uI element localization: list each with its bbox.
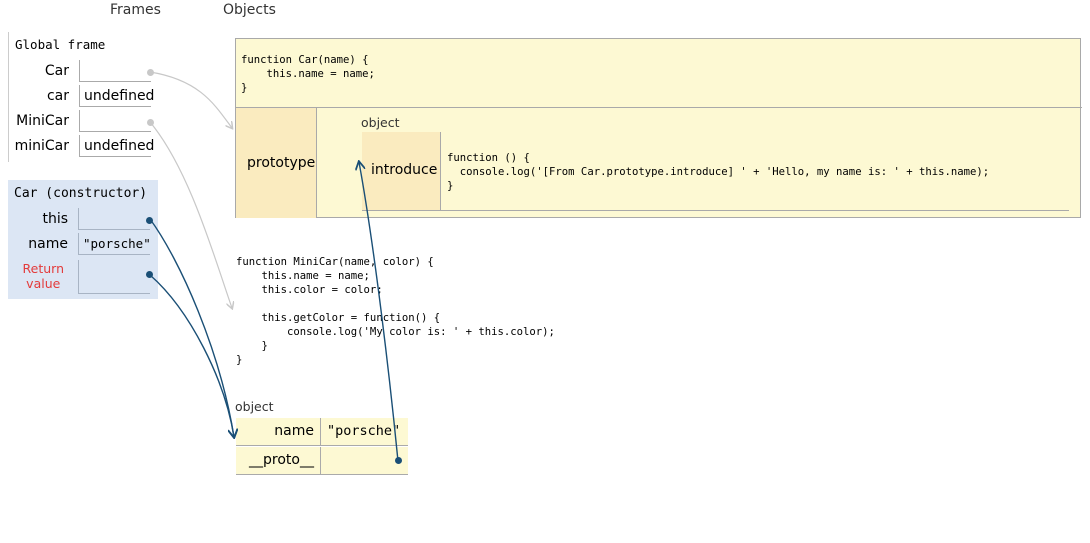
arrow-proto-to-prototype [359, 162, 399, 462]
arrow-car-to-function [149, 71, 232, 128]
objects-header: Objects [223, 2, 276, 18]
pointer-dot [146, 271, 153, 278]
return-value-label: Return value [23, 261, 64, 291]
prototype-key-cell: prototype [236, 108, 316, 218]
var-row-car: car undefined [9, 85, 159, 109]
arrow-this-to-instance [149, 218, 234, 437]
global-frame: Global frame Car car undefined MiniCar m… [8, 32, 159, 162]
divider [316, 108, 317, 218]
instance-value: "porsche" [327, 423, 401, 439]
var-value [79, 60, 151, 82]
instance-key: name [236, 418, 321, 445]
car-function-code: function Car(name) { this.name = name; } [241, 54, 375, 94]
divider [440, 132, 441, 210]
var-row-name: name "porsche" [8, 233, 158, 257]
instance-object-label: object [235, 399, 274, 414]
var-row-this: this [8, 208, 158, 232]
frames-header: Frames [110, 2, 161, 18]
var-name: this [42, 211, 68, 227]
var-value: "porsche" [78, 233, 151, 255]
prototype-object-label: object [361, 115, 400, 130]
return-label-line2: value [26, 276, 61, 291]
var-value: undefined [79, 135, 154, 157]
introduce-label: introduce [371, 162, 438, 178]
instance-row-proto: __proto__ [236, 447, 408, 475]
introduce-key-cell: introduce [362, 132, 440, 210]
var-row-return: Return value [8, 260, 158, 294]
instance-row-name: name "porsche" [236, 418, 408, 446]
var-name: Car [44, 63, 69, 79]
constructor-frame: Car (constructor) this name "porsche" Re… [8, 180, 158, 299]
var-value: undefined [79, 85, 154, 107]
minicar-function-code: function MiniCar(name, color) { this.nam… [236, 256, 555, 366]
var-value [78, 260, 150, 294]
introduce-function-code: function () { console.log('[From Car.pro… [447, 152, 990, 192]
constructor-frame-title: Car (constructor) [14, 186, 148, 201]
car-function-object: function Car(name) { this.name = name; }… [235, 38, 1082, 218]
instance-key: __proto__ [236, 447, 321, 474]
arrow-return-to-instance [149, 274, 234, 437]
var-value [79, 110, 151, 132]
return-label-line1: Return [22, 261, 64, 276]
var-name: MiniCar [16, 113, 69, 129]
var-name: name [28, 236, 68, 252]
divider [362, 210, 1069, 211]
prototype-label: prototype [247, 155, 316, 171]
var-row-minicar: miniCar undefined [9, 135, 159, 159]
var-name: miniCar [14, 138, 69, 154]
pointer-dot [146, 217, 153, 224]
arrow-minicar-to-function [149, 121, 232, 308]
var-name: car [46, 88, 69, 104]
var-value [78, 208, 150, 230]
global-frame-title: Global frame [15, 37, 106, 52]
divider [236, 107, 1082, 108]
